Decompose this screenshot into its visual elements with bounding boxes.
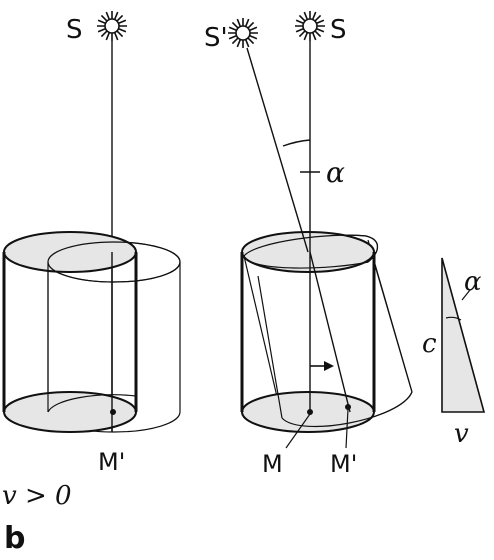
source-label-s-prime: S' <box>204 23 228 53</box>
panel-label: b <box>4 521 25 556</box>
sun-icon <box>228 18 258 48</box>
left-figure: S <box>2 11 181 476</box>
sun-icon <box>97 11 127 41</box>
point-m-prime-label: M' <box>98 448 125 476</box>
point-m <box>307 409 313 415</box>
alpha-label: α <box>326 156 345 189</box>
c-label: c <box>422 329 437 359</box>
source-label-s: S <box>66 15 83 45</box>
point-m-prime-2 <box>345 404 351 410</box>
v-label: v <box>454 419 469 449</box>
point-m-prime-label-2: M' <box>330 450 357 478</box>
condition-label: v > 0 <box>2 481 72 511</box>
point-m-prime <box>110 409 116 415</box>
source-label-s-2: S <box>330 15 347 45</box>
telescope-cylinder <box>2 231 138 433</box>
angle-arc <box>282 139 311 147</box>
motion-arrow <box>310 361 334 371</box>
velocity-triangle: α c v <box>422 257 486 449</box>
right-figure: S' <box>204 11 413 478</box>
light-ray-slanted <box>246 47 309 253</box>
point-m-label: M <box>262 450 283 478</box>
alpha-triangle-label: α <box>464 267 482 297</box>
sun-icon <box>295 11 325 41</box>
